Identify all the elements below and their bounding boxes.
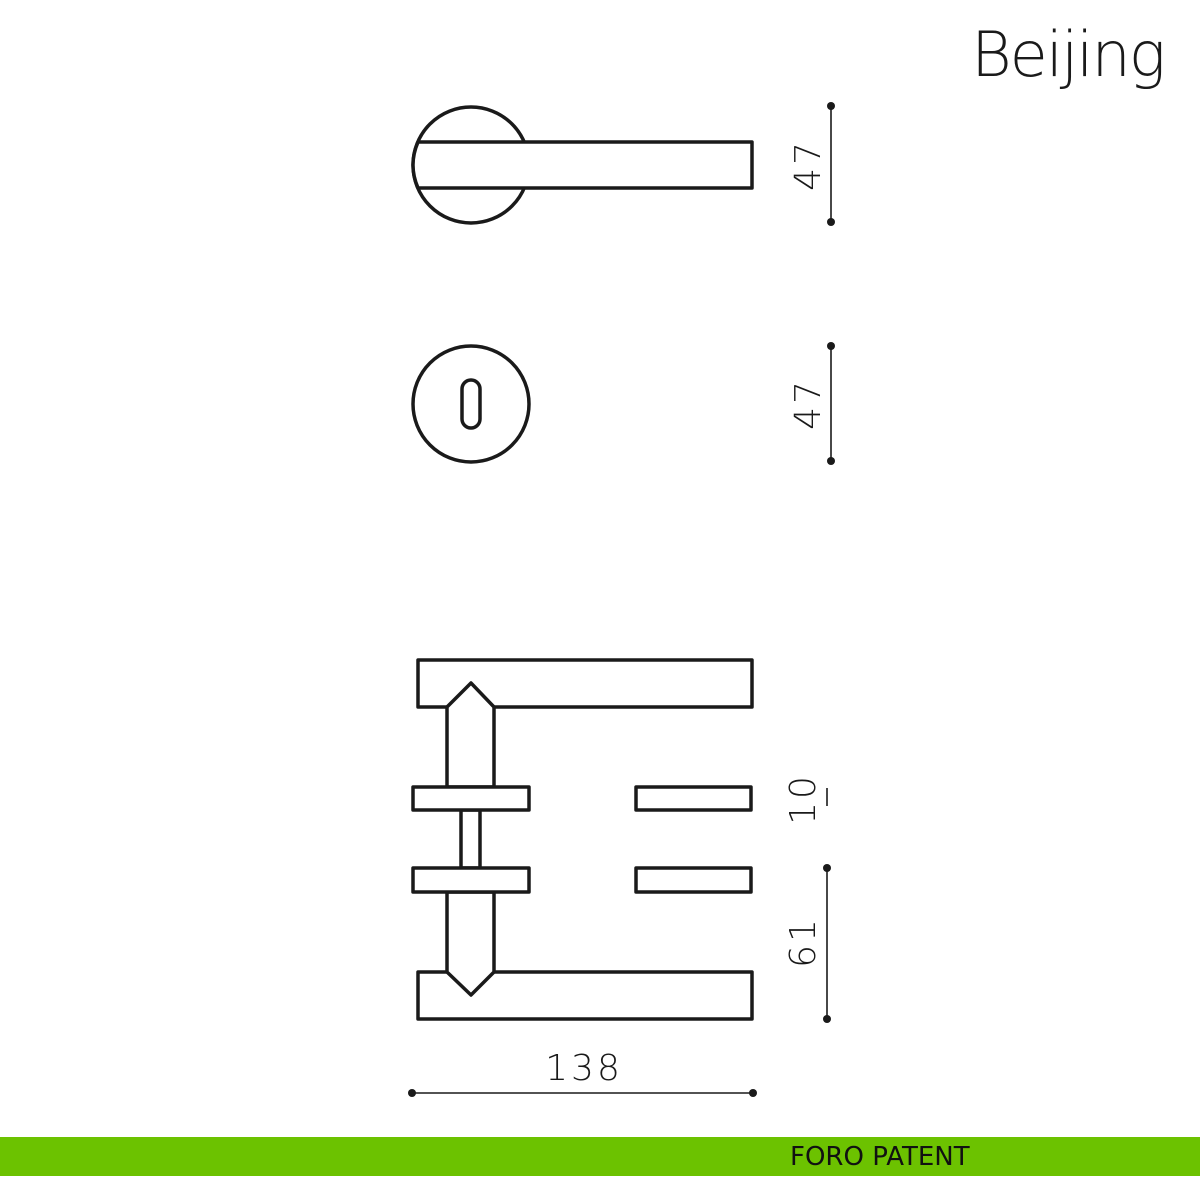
product-title: Beijing: [971, 18, 1166, 91]
escutcheon-front-view: [411, 344, 531, 464]
svg-text:47: 47: [788, 378, 829, 430]
dimension-47-top: 47: [788, 102, 835, 226]
lever-side-view: [411, 658, 754, 1021]
brand-name: FORO PATENT: [790, 1142, 970, 1172]
dimension-138: 138: [408, 1048, 757, 1097]
lever-front-view: [411, 105, 754, 225]
svg-text:138: 138: [545, 1048, 623, 1089]
brand-footer-bar: FORO PATENT: [0, 1137, 1200, 1176]
dimension-61: 61: [783, 864, 831, 1023]
svg-text:10: 10: [783, 773, 824, 825]
svg-text:61: 61: [783, 916, 824, 968]
dimension-10: 10: [783, 773, 828, 825]
svg-text:47: 47: [788, 139, 829, 191]
dimension-47-escutcheon: 47: [788, 342, 835, 465]
